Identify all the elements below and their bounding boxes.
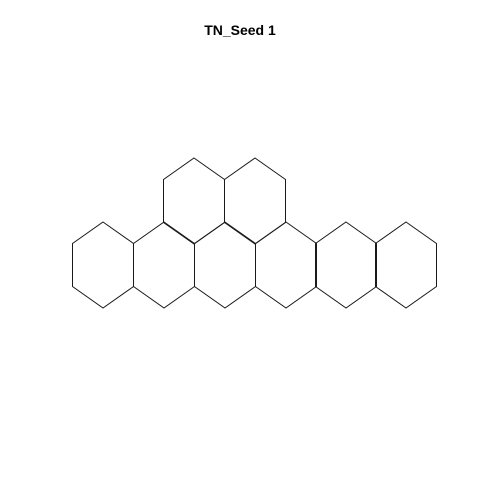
hexagon-top-1 <box>163 157 225 245</box>
hexagon-bottom-1 <box>72 221 134 309</box>
hexagon-bottom-4 <box>255 221 317 309</box>
hexagon-bottom-5 <box>315 221 377 309</box>
plot-title: TN_Seed 1 <box>204 22 276 38</box>
hexagon-bottom-6 <box>375 221 437 309</box>
hexagon-bottom-3 <box>194 221 256 309</box>
hexagon-top-2 <box>224 157 286 245</box>
hexagon-bottom-2 <box>133 221 195 309</box>
